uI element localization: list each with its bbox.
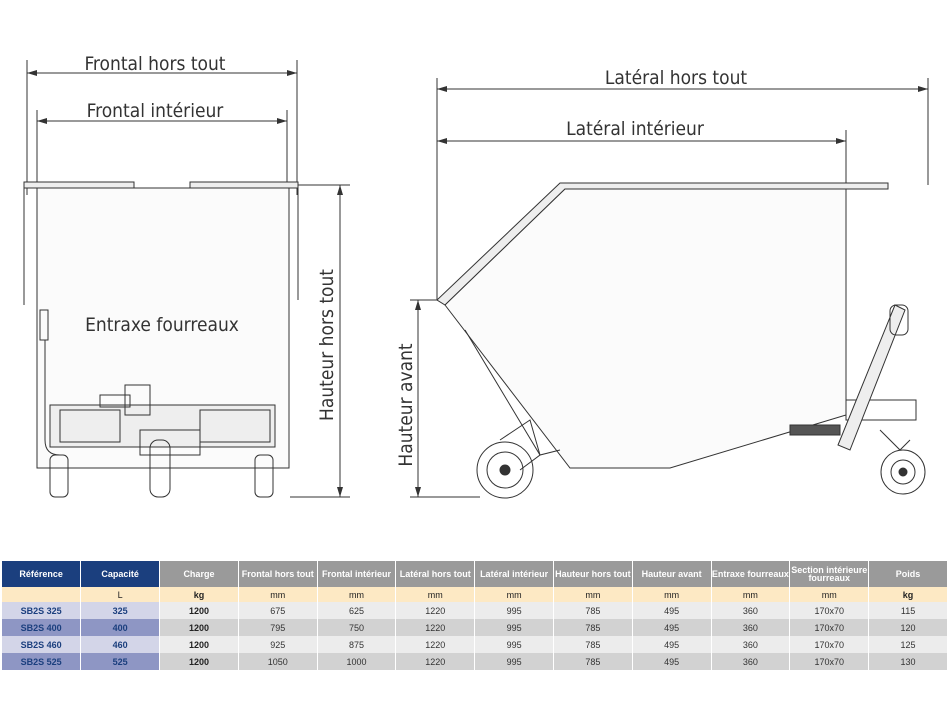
table-cell: 785: [553, 653, 633, 670]
side-view-hopper: [436, 182, 926, 499]
table-cell: SB2S 460: [2, 636, 82, 653]
table-cell: 1050: [238, 653, 318, 670]
table-cell: 995: [474, 602, 554, 619]
table-cell: 925: [238, 636, 318, 653]
table-cell: 1200: [159, 636, 239, 653]
table-cell: 325: [80, 602, 161, 619]
label-frontal-hors-tout: Frontal hors tout: [84, 53, 225, 75]
table-cell: 115: [868, 602, 948, 619]
header-entraxe-fourreaux: Entraxe fourreaux: [711, 561, 791, 587]
table-cell: 460: [80, 636, 161, 653]
header-frontal-interieur: Frontal intérieur: [317, 561, 397, 587]
table-cell: 785: [553, 602, 633, 619]
table-cell: SB2S 325: [2, 602, 82, 619]
table-cell: 495: [632, 602, 712, 619]
specifications-table: Référence Capacité Charge Frontal hors t…: [2, 561, 948, 670]
header-charge: Charge: [159, 561, 239, 587]
header-capacite: Capacité: [80, 561, 161, 587]
unit-cell: mm: [553, 587, 633, 602]
table-cell: 1220: [395, 602, 476, 619]
table-cell: 1200: [159, 619, 239, 636]
table-cell: 120: [868, 619, 948, 636]
header-lateral-hors-tout: Latéral hors tout: [395, 561, 476, 587]
table-cell: SB2S 400: [2, 619, 82, 636]
unit-cell: mm: [632, 587, 712, 602]
label-entraxe-fourreaux: Entraxe fourreaux: [85, 314, 239, 336]
table-cell: 1000: [317, 653, 397, 670]
table-cell: 125: [868, 636, 948, 653]
unit-cell: mm: [474, 587, 554, 602]
table-cell: 360: [711, 619, 791, 636]
table-cell: 675: [238, 602, 318, 619]
front-view-hopper: [23, 181, 299, 498]
header-lateral-interieur: Latéral intérieur: [474, 561, 554, 587]
table-cell: 495: [632, 653, 712, 670]
table-cell: 995: [474, 636, 554, 653]
table-cell: 360: [711, 602, 791, 619]
table-cell: 795: [238, 619, 318, 636]
table-cell: SB2S 525: [2, 653, 82, 670]
table-header-row: Référence Capacité Charge Frontal hors t…: [2, 561, 948, 587]
table-cell: 785: [553, 636, 633, 653]
label-lateral-interieur: Latéral intérieur: [566, 118, 705, 140]
unit-cell: mm: [789, 587, 870, 602]
table-cell: 625: [317, 602, 397, 619]
label-frontal-interieur: Frontal intérieur: [87, 100, 225, 122]
label-hauteur-hors-tout: Hauteur hors tout: [316, 269, 338, 421]
unit-cell: kg: [159, 587, 239, 602]
table-cell: 995: [474, 619, 554, 636]
header-hauteur-avant: Hauteur avant: [632, 561, 712, 587]
technical-drawing: Frontal hors tout Frontal intérieur Entr…: [23, 53, 929, 499]
table-cell: 170x70: [789, 619, 870, 636]
unit-cell: L: [80, 587, 161, 602]
table-cell: 875: [317, 636, 397, 653]
unit-cell: [2, 587, 82, 602]
unit-cell: mm: [711, 587, 791, 602]
table-cell: 130: [868, 653, 948, 670]
header-reference: Référence: [2, 561, 82, 587]
header-section-fourreaux: Section intérieure fourreaux: [789, 561, 870, 587]
table-cell: 400: [80, 619, 161, 636]
table-cell: 525: [80, 653, 161, 670]
table-cell: 750: [317, 619, 397, 636]
header-hauteur-hors-tout: Hauteur hors tout: [553, 561, 633, 587]
header-frontal-hors-tout: Frontal hors tout: [238, 561, 318, 587]
table-cell: 1220: [395, 636, 476, 653]
unit-cell: kg: [868, 587, 948, 602]
header-poids: Poids: [868, 561, 948, 587]
table-cell: 360: [711, 653, 791, 670]
label-hauteur-avant: Hauteur avant: [395, 343, 417, 467]
unit-cell: mm: [238, 587, 318, 602]
table-cell: 1220: [395, 653, 476, 670]
table-cell: 170x70: [789, 636, 870, 653]
table-cell: 785: [553, 619, 633, 636]
table-cell: 1200: [159, 602, 239, 619]
table-cell: 995: [474, 653, 554, 670]
table-cell: 495: [632, 619, 712, 636]
table-cell: 170x70: [789, 602, 870, 619]
table-cell: 360: [711, 636, 791, 653]
label-lateral-hors-tout: Latéral hors tout: [605, 67, 748, 89]
unit-cell: mm: [317, 587, 397, 602]
table-cell: 1200: [159, 653, 239, 670]
unit-cell: mm: [395, 587, 476, 602]
table-cell: 495: [632, 636, 712, 653]
table-cell: 170x70: [789, 653, 870, 670]
table-cell: 1220: [395, 619, 476, 636]
